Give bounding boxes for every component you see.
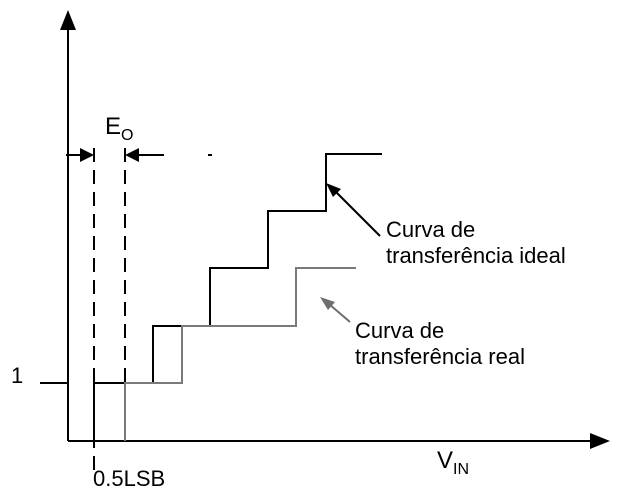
ideal-curve-label-line1: Curva de: [386, 217, 476, 242]
offset-error-label: EO: [105, 113, 134, 145]
offset-error-dimension: [66, 148, 212, 162]
real-curve-label-line2: transferência real: [355, 344, 525, 369]
x-axis-arrowhead: [590, 433, 610, 449]
offset-error-subscript: O: [121, 127, 134, 144]
offset-error-main: E: [105, 113, 122, 140]
offset-right-arrowhead-icon: [125, 148, 139, 162]
ideal-callout-arrow: [333, 189, 381, 237]
ideal-curve-label-line2: transferência ideal: [386, 243, 566, 268]
offset-left-arrowhead-icon: [80, 148, 94, 162]
y-axis-arrowhead: [60, 10, 76, 30]
x-axis-label: VIN: [437, 447, 470, 479]
real-callout-arrow: [328, 303, 351, 323]
ideal-callout-arrowhead-icon: [326, 183, 341, 197]
half-lsb-label: 0.5LSB: [93, 466, 166, 491]
real-transfer-curve: [124, 267, 356, 441]
real-callout-arrowhead-icon: [320, 297, 335, 310]
ideal-transfer-curve: [93, 153, 382, 441]
x-axis-subscript: IN: [453, 461, 470, 478]
y-tick-one-label: 1: [11, 363, 24, 388]
axes: [60, 10, 610, 449]
x-axis-main: V: [437, 447, 454, 474]
real-curve-label-line1: Curva de: [355, 318, 445, 343]
